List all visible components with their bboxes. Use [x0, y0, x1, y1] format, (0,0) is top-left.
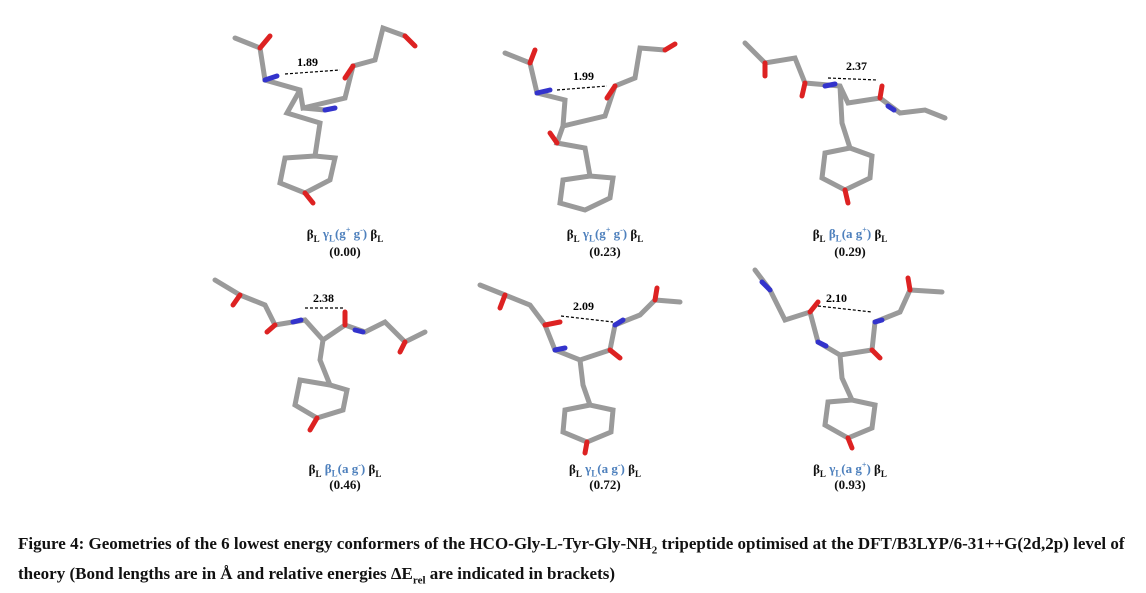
conformer-label: βL γL(g+ g-) βL — [566, 226, 644, 244]
relative-energy: (0.93) — [834, 477, 866, 492]
conformer-label: βL γL(g+ g-) βL — [306, 226, 384, 244]
bond-length-label: 2.38 — [313, 291, 334, 305]
relative-energy: (0.72) — [589, 477, 621, 492]
molecule-structure: 2.10 — [752, 267, 945, 451]
molecule-structure: 1.99 — [502, 41, 678, 213]
relative-energy: (0.29) — [834, 244, 866, 259]
relative-energy: (0.00) — [329, 244, 361, 259]
bond-length-label: 2.09 — [573, 299, 594, 313]
bond-length-label: 1.99 — [573, 69, 594, 83]
conformer-panel-2: 1.99 βL γL(g+ g-) βL (0.23) — [465, 8, 745, 268]
bond-length-label: 2.37 — [846, 59, 867, 73]
conformer-label: βL γL(a g+) βL — [813, 461, 887, 479]
conformer-panel-5: 2.09 βL γL(a g-) βL (0.72) — [465, 250, 745, 510]
conformer-panel-6: 2.10 βL γL(a g+) βL (0.93) — [710, 250, 990, 510]
molecule-structure: 2.37 — [742, 40, 948, 206]
conformer-label: βL βL(a g-) βL — [308, 461, 382, 479]
conformer-label: βL βL(a g+) βL — [812, 226, 888, 244]
bond-length-label: 2.10 — [826, 291, 847, 305]
molecule-structure: 1.89 — [232, 24, 418, 206]
conformer-panel-1: 1.89 βL γL(g+ g-) βL (0.00) — [205, 8, 485, 268]
molecule-structure: 2.09 — [477, 282, 683, 456]
relative-energy: (0.23) — [589, 244, 621, 259]
molecule-structure: 2.38 — [212, 277, 428, 433]
bond-length-label: 1.89 — [297, 55, 318, 69]
conformer-panel-3: 2.37 βL βL(a g+) βL (0.29) — [710, 8, 990, 268]
conformer-panel-4: 2.38 βL βL(a g-) βL (0.46) — [205, 250, 485, 510]
relative-energy: (0.46) — [329, 477, 361, 492]
figure-caption: Figure 4: Geometries of the 6 lowest ene… — [18, 534, 1125, 587]
conformer-label: βL γL(a g-) βL — [569, 461, 641, 479]
